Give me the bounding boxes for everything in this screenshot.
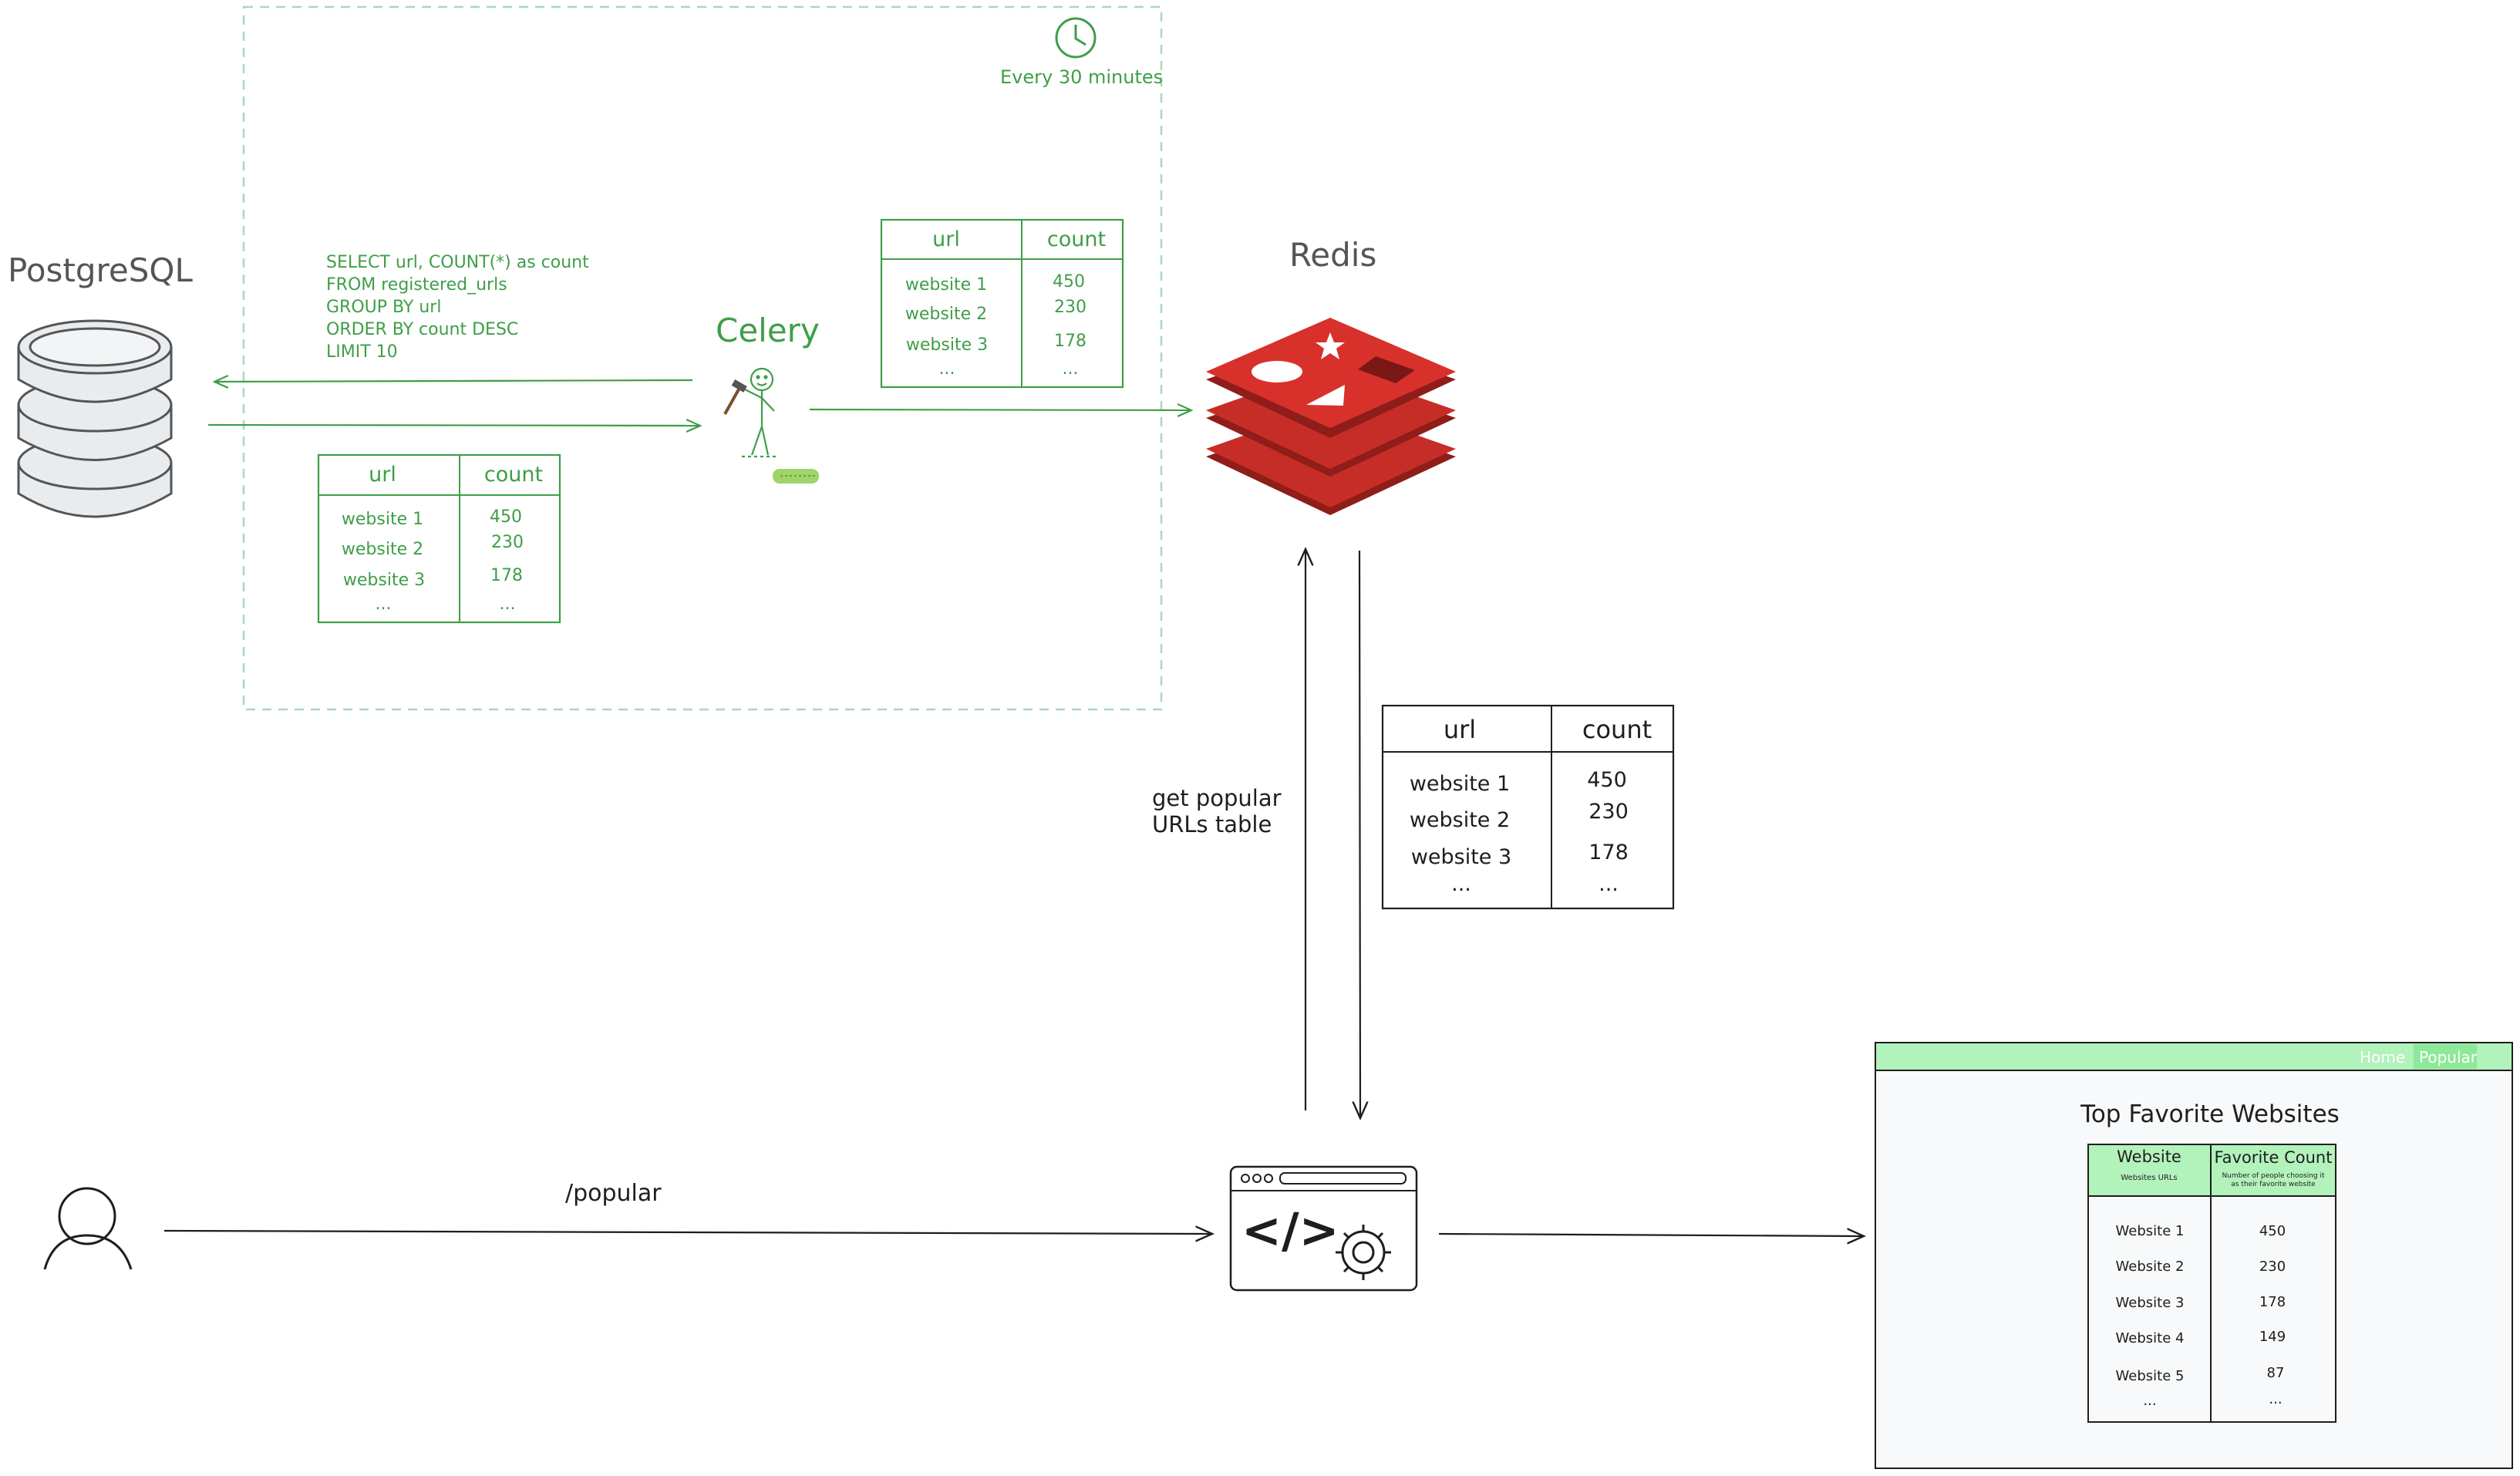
- table-cell: 230: [2259, 1259, 2286, 1275]
- sql-line: ORDER BY count DESC: [326, 320, 518, 339]
- table-cell: website 2: [905, 305, 987, 324]
- favorites-table: [2087, 1144, 2336, 1423]
- table-cell: 178: [1588, 841, 1629, 864]
- table-cell: 87: [2267, 1365, 2285, 1381]
- table-subheader: Websites URLs: [2121, 1174, 2177, 1182]
- table-cell: Website 2: [2116, 1259, 2185, 1275]
- table-cell: website 3: [906, 335, 988, 355]
- request-label: /popular: [565, 1180, 662, 1207]
- table-cell: Website 5: [2116, 1368, 2185, 1384]
- database-icon: [17, 319, 173, 518]
- table-cell: website 3: [343, 571, 425, 590]
- table-cell: 450: [1587, 768, 1627, 792]
- table-cell: website 1: [905, 275, 987, 295]
- table-cell: ...: [376, 595, 392, 614]
- sql-line: FROM registered_urls: [326, 275, 507, 295]
- query-arrow: [214, 380, 693, 382]
- redis-arrow-label: URLs table: [1152, 811, 1272, 837]
- table-header: Website: [2117, 1147, 2181, 1166]
- table-cell: 450: [1053, 272, 1085, 291]
- table-header: Favorite Count: [2215, 1148, 2333, 1167]
- table-cell: 149: [2259, 1329, 2286, 1345]
- favorites-table-header-bg: [2088, 1144, 2336, 1196]
- celery-title: Celery: [716, 312, 820, 349]
- table-cell: website 2: [342, 540, 423, 559]
- browser-window: Home Popular Top Favorite Websites Websi…: [1875, 1042, 2513, 1469]
- table-cell: 450: [490, 507, 522, 527]
- table-cell: ...: [1063, 359, 1079, 379]
- table-cell: 230: [1588, 800, 1629, 824]
- table-cell: ...: [1451, 872, 1471, 896]
- table-cell: 450: [2259, 1223, 2286, 1239]
- postgres-title: PostgreSQL: [8, 251, 193, 289]
- request-arrow: [163, 1231, 1212, 1234]
- nav-home-link[interactable]: Home: [2360, 1048, 2405, 1067]
- table-cell: 230: [491, 533, 524, 552]
- redis-logo-icon: [1206, 318, 1456, 515]
- table-subheader: as their favorite website: [2231, 1181, 2316, 1188]
- table-cell: website 3: [1411, 845, 1511, 869]
- sql-line: LIMIT 10: [326, 342, 398, 362]
- table-header: url: [1444, 715, 1476, 744]
- render-arrow: [1438, 1234, 1864, 1236]
- table-cell: website 1: [1410, 772, 1510, 796]
- table-header: count: [484, 463, 543, 487]
- table-cell: 178: [1054, 332, 1086, 351]
- clock-icon: [1055, 17, 1097, 59]
- gear-icon: [1336, 1225, 1391, 1280]
- scheduled-job-container: [242, 5, 1163, 711]
- table-cell: ...: [1599, 872, 1619, 896]
- table-cell: ...: [500, 595, 516, 614]
- table-cell: 230: [1054, 298, 1086, 317]
- sql-line: SELECT url, COUNT(*) as count: [326, 253, 589, 272]
- query-result-table: url count website 1 450 website 2 230 we…: [317, 453, 561, 624]
- result-arrow: [207, 425, 700, 426]
- worker-icon: [742, 367, 777, 458]
- table-cell: ...: [939, 359, 955, 379]
- redis-arrow-label: get popular: [1152, 785, 1282, 811]
- browser-navbar: [1875, 1042, 2513, 1071]
- table-cell: website 1: [342, 510, 423, 529]
- table-subheader: Number of people choosing it: [2222, 1172, 2325, 1180]
- sql-line: GROUP BY url: [326, 298, 441, 317]
- table-cell: ...: [2143, 1393, 2156, 1409]
- table-cell: 178: [490, 566, 523, 585]
- cache-write-arrow: [809, 409, 1191, 410]
- cached-data-table: url count website 1 450 website 2 230 we…: [880, 218, 1124, 389]
- table-cell: ...: [2269, 1391, 2282, 1407]
- sql-query: SELECT url, COUNT(*) as count FROM regis…: [326, 253, 589, 362]
- page-title: Top Favorite Websites: [2080, 1100, 2340, 1128]
- redis-response-arrow: [1359, 550, 1360, 1118]
- hammer-icon: [723, 379, 747, 415]
- table-cell: Website 1: [2116, 1223, 2185, 1239]
- app-server: </>: [1229, 1165, 1418, 1292]
- table-cell: Website 3: [2116, 1295, 2185, 1311]
- nav-popular-active-bg: [2414, 1044, 2477, 1069]
- code-gear-icon: </>: [1241, 1202, 1339, 1259]
- timer-label: Every 30 minutes: [1000, 66, 1163, 88]
- redis-title: Redis: [1289, 236, 1376, 274]
- user-icon: [43, 1187, 133, 1270]
- table-header: url: [369, 463, 396, 487]
- table-cell: Website 4: [2116, 1330, 2185, 1346]
- popular-urls-table: url count website 1 450 website 2 230 we…: [1381, 704, 1675, 910]
- table-header: count: [1047, 227, 1106, 251]
- table-cell: 178: [2259, 1294, 2286, 1310]
- nav-popular-link[interactable]: Popular: [2419, 1048, 2478, 1067]
- table-header: url: [932, 227, 960, 251]
- table-cell: website 2: [1410, 808, 1510, 832]
- tool-icon: [773, 469, 819, 484]
- table-header: count: [1582, 715, 1652, 744]
